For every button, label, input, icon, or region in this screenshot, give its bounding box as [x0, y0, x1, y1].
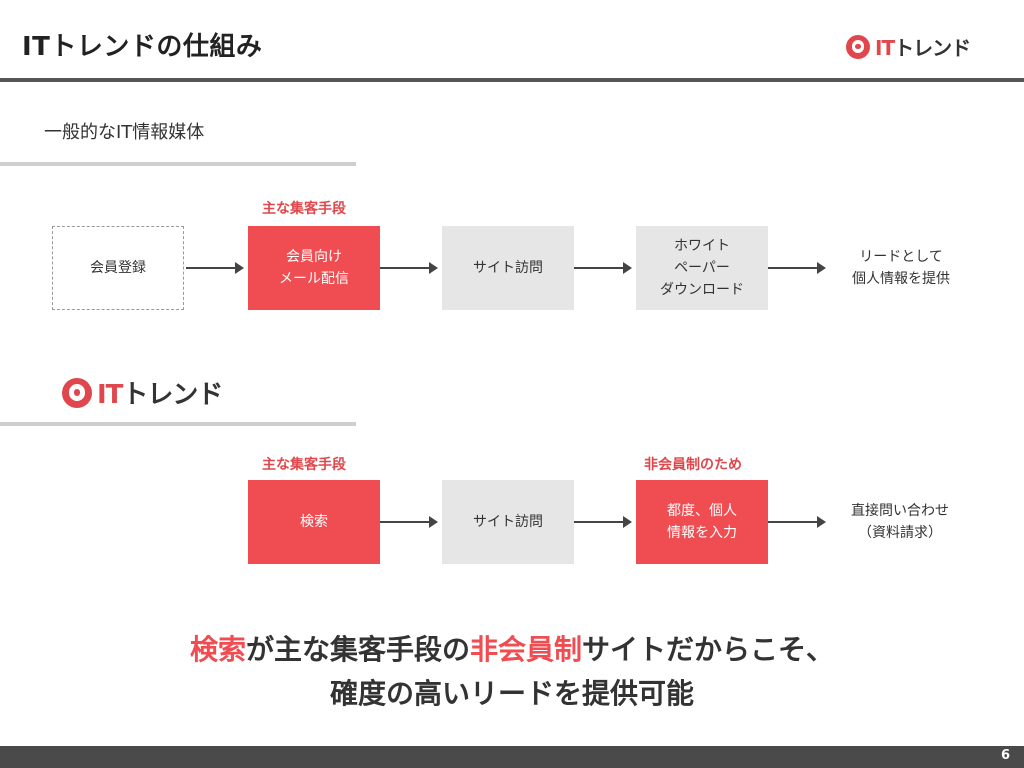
result-it-trend: 直接問い合わせ （資料請求）	[851, 503, 949, 541]
section-it-trend-logo: ITトレンド	[62, 374, 223, 411]
main-means-label-general: 主な集客手段	[262, 201, 346, 217]
flow-arrow-4	[768, 262, 826, 274]
page-number: 6	[1000, 748, 1010, 763]
flow-arrow-6	[574, 516, 632, 528]
footer-bar	[0, 746, 1024, 768]
step-site-visit-it-trend: サイト訪問	[442, 480, 574, 564]
step-site-visit-general: サイト訪問	[442, 226, 574, 310]
step-enter-personal-info: 都度、個人 情報を入力	[636, 480, 768, 564]
main-means-label-it-trend: 主な集客手段	[262, 457, 346, 473]
header-logo: ITトレンド	[846, 32, 971, 61]
flow-arrow-5	[380, 516, 438, 528]
flow-arrow-1	[186, 262, 244, 274]
step-member-mail: 会員向け メール配信	[248, 226, 380, 310]
step-whitepaper-download: ホワイト ペーパー ダウンロード	[636, 226, 768, 310]
section-general-divider	[0, 162, 356, 166]
section-general-label: 一般的なIT情報媒体	[44, 122, 205, 143]
header-logo-text: ITトレンド	[875, 36, 971, 60]
section-logo-text: ITトレンド	[97, 380, 223, 410]
conclusion-line-1: 検索が主な集客手段の非会員制サイトだからこそ、	[189, 633, 835, 666]
header-divider	[0, 78, 1024, 82]
conclusion-line-2: 確度の高いリードを提供可能	[329, 677, 694, 710]
section-it-trend-divider	[0, 422, 356, 426]
non-member-label: 非会員制のため	[644, 457, 742, 473]
result-general: リードとして 個人情報を提供	[852, 249, 950, 287]
flow-arrow-7	[768, 516, 826, 528]
slide-title: ITトレンドの仕組み	[22, 32, 263, 62]
step-member-registration: 会員登録	[52, 226, 184, 310]
conclusion-text: 検索が主な集客手段の非会員制サイトだからこそ、 確度の高いリードを提供可能	[0, 628, 1024, 716]
step-search: 検索	[248, 480, 380, 564]
flow-arrow-2	[380, 262, 438, 274]
it-trend-logo-icon	[62, 377, 92, 408]
it-trend-logo-icon	[846, 34, 870, 59]
flow-arrow-3	[574, 262, 632, 274]
